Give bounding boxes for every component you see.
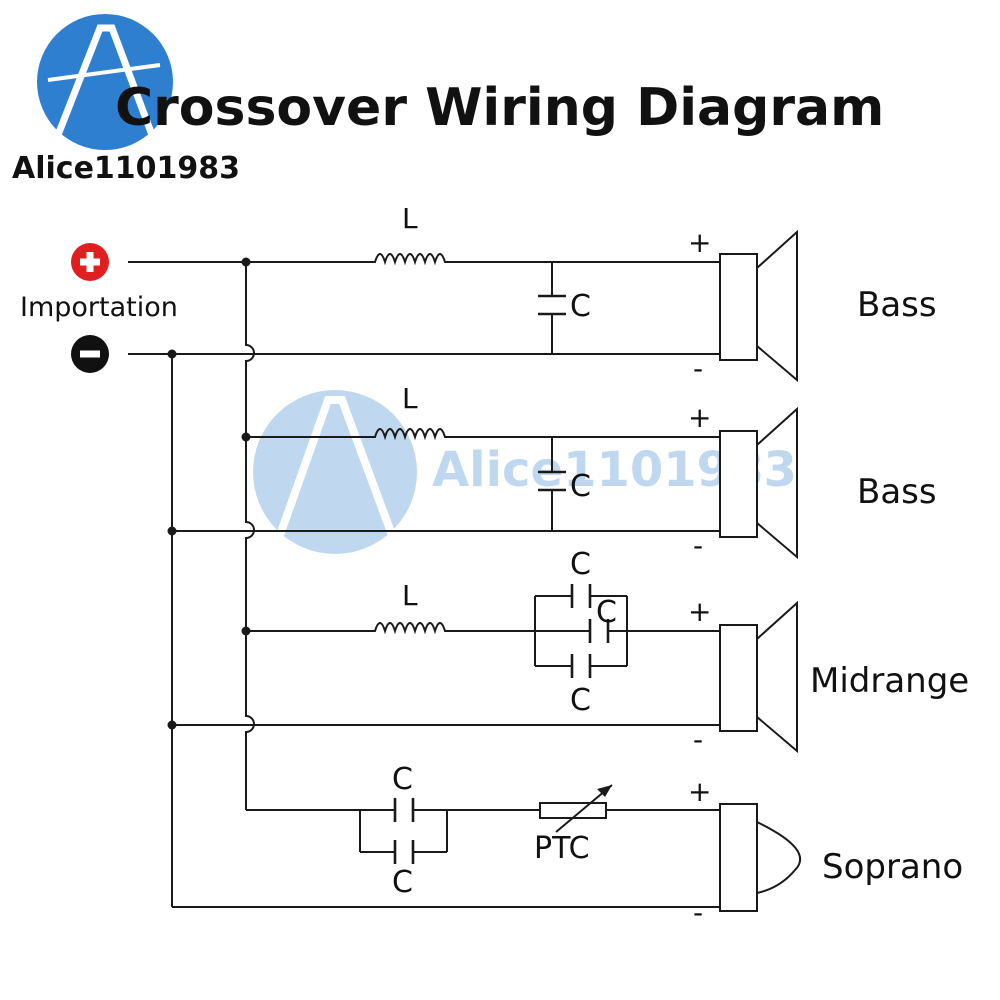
minus-label: - — [693, 352, 703, 385]
capacitor-label: C — [570, 683, 591, 718]
tweeter-dome-icon — [756, 821, 801, 894]
midrange-branch: L C C C + - Midrange — [172, 547, 969, 756]
capacitor-symbol — [570, 654, 592, 678]
capacitor-symbol — [570, 584, 592, 608]
junction-dots — [167, 257, 251, 730]
plus-label: + — [688, 595, 711, 628]
capacitor-symbol — [393, 798, 415, 822]
capacitor-symbol — [588, 619, 610, 643]
bass-branch-1: L C + - Bass — [172, 202, 937, 385]
watermark-logo-text: Alice1101983 — [12, 151, 240, 186]
woofer-cone-icon — [756, 406, 798, 560]
minus-label: - — [693, 529, 703, 562]
page-title: Crossover Wiring Diagram — [115, 78, 884, 138]
plus-label: + — [688, 401, 711, 434]
capacitor-label: C — [596, 595, 617, 630]
input-label: Importation — [20, 292, 178, 323]
speaker-magnet — [719, 430, 758, 538]
positive-bus — [245, 262, 255, 810]
minus-label: - — [693, 723, 703, 756]
inductor-label: L — [402, 202, 418, 235]
speaker-label: Bass — [857, 285, 937, 325]
watermark-logo-circle — [37, 14, 173, 150]
woofer-cone-icon — [756, 229, 798, 383]
woofer-cone-icon — [756, 600, 798, 754]
capacitor-label: C — [392, 865, 413, 900]
watermark-center-circle — [253, 390, 417, 554]
speaker-magnet — [719, 253, 758, 361]
capacitor-symbol — [538, 294, 566, 316]
capacitor-label: C — [570, 469, 591, 504]
bass-branch-2: L C + - Bass — [172, 382, 937, 562]
inductor-symbol — [370, 428, 455, 441]
inductor-symbol — [370, 622, 455, 635]
plus-label: + — [688, 775, 711, 808]
watermark-logo-mark — [54, 24, 156, 137]
inductor-label: L — [402, 382, 418, 415]
speaker-label: Soprano — [822, 847, 963, 887]
tweeter-body — [719, 803, 758, 912]
watermark-logo: Alice1101983 — [12, 14, 240, 186]
ptc-resistor-symbol — [539, 802, 607, 819]
inductor-symbol — [370, 253, 455, 266]
ptc-label: PTC — [534, 831, 590, 866]
negative-terminal-icon — [71, 335, 109, 373]
inductor-label: L — [402, 579, 418, 612]
positive-terminal-icon — [71, 243, 109, 281]
plus-label: + — [688, 226, 711, 259]
speaker-label: Midrange — [810, 661, 969, 701]
speaker-label: Bass — [857, 472, 937, 512]
minus-label: - — [693, 896, 703, 929]
capacitor-label: C — [570, 289, 591, 324]
capacitor-symbol — [393, 840, 415, 864]
watermark-center: Alice1101983 — [253, 390, 797, 554]
soprano-branch: C C PTC + - Soprano — [172, 762, 963, 929]
speaker-magnet — [719, 624, 758, 732]
capacitor-label: C — [392, 762, 413, 797]
capacitor-label: C — [570, 547, 591, 582]
